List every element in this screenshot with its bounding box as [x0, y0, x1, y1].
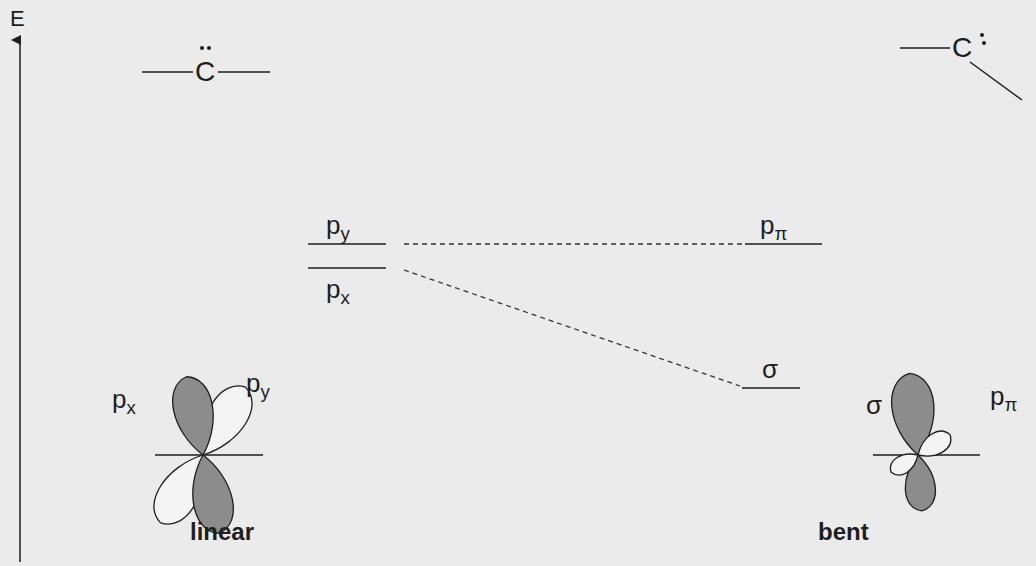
atom-symbol: C [195, 58, 215, 86]
linear-orbitals [144, 373, 263, 538]
electron-dot [980, 33, 984, 37]
orbital-label: pπ [990, 383, 1017, 409]
orbital-label: pπ [760, 212, 787, 238]
electron-dot [200, 46, 204, 50]
energy-axis [19, 40, 21, 562]
electron-dot [982, 41, 986, 45]
orbital-label: py [246, 370, 270, 396]
orbital-label: px [326, 276, 350, 302]
orbital-label: py [326, 212, 350, 238]
energy-level [308, 267, 386, 269]
correlation-line [404, 270, 740, 386]
orbital-label: σ [762, 356, 778, 382]
bond [970, 62, 1022, 100]
electron-dot [207, 46, 211, 50]
atom-symbol: C [952, 34, 972, 62]
energy-level [742, 387, 800, 389]
geometry-label: bent [818, 520, 869, 544]
orbital-label: px [112, 386, 136, 412]
geometry-label: linear [190, 520, 254, 544]
orbital-label: σ [866, 392, 882, 418]
correlation-line [404, 243, 742, 244]
bond [900, 47, 950, 49]
bond [218, 71, 270, 73]
axis-label: E [10, 8, 25, 30]
bond [142, 71, 193, 73]
bent-orbitals [873, 371, 980, 512]
